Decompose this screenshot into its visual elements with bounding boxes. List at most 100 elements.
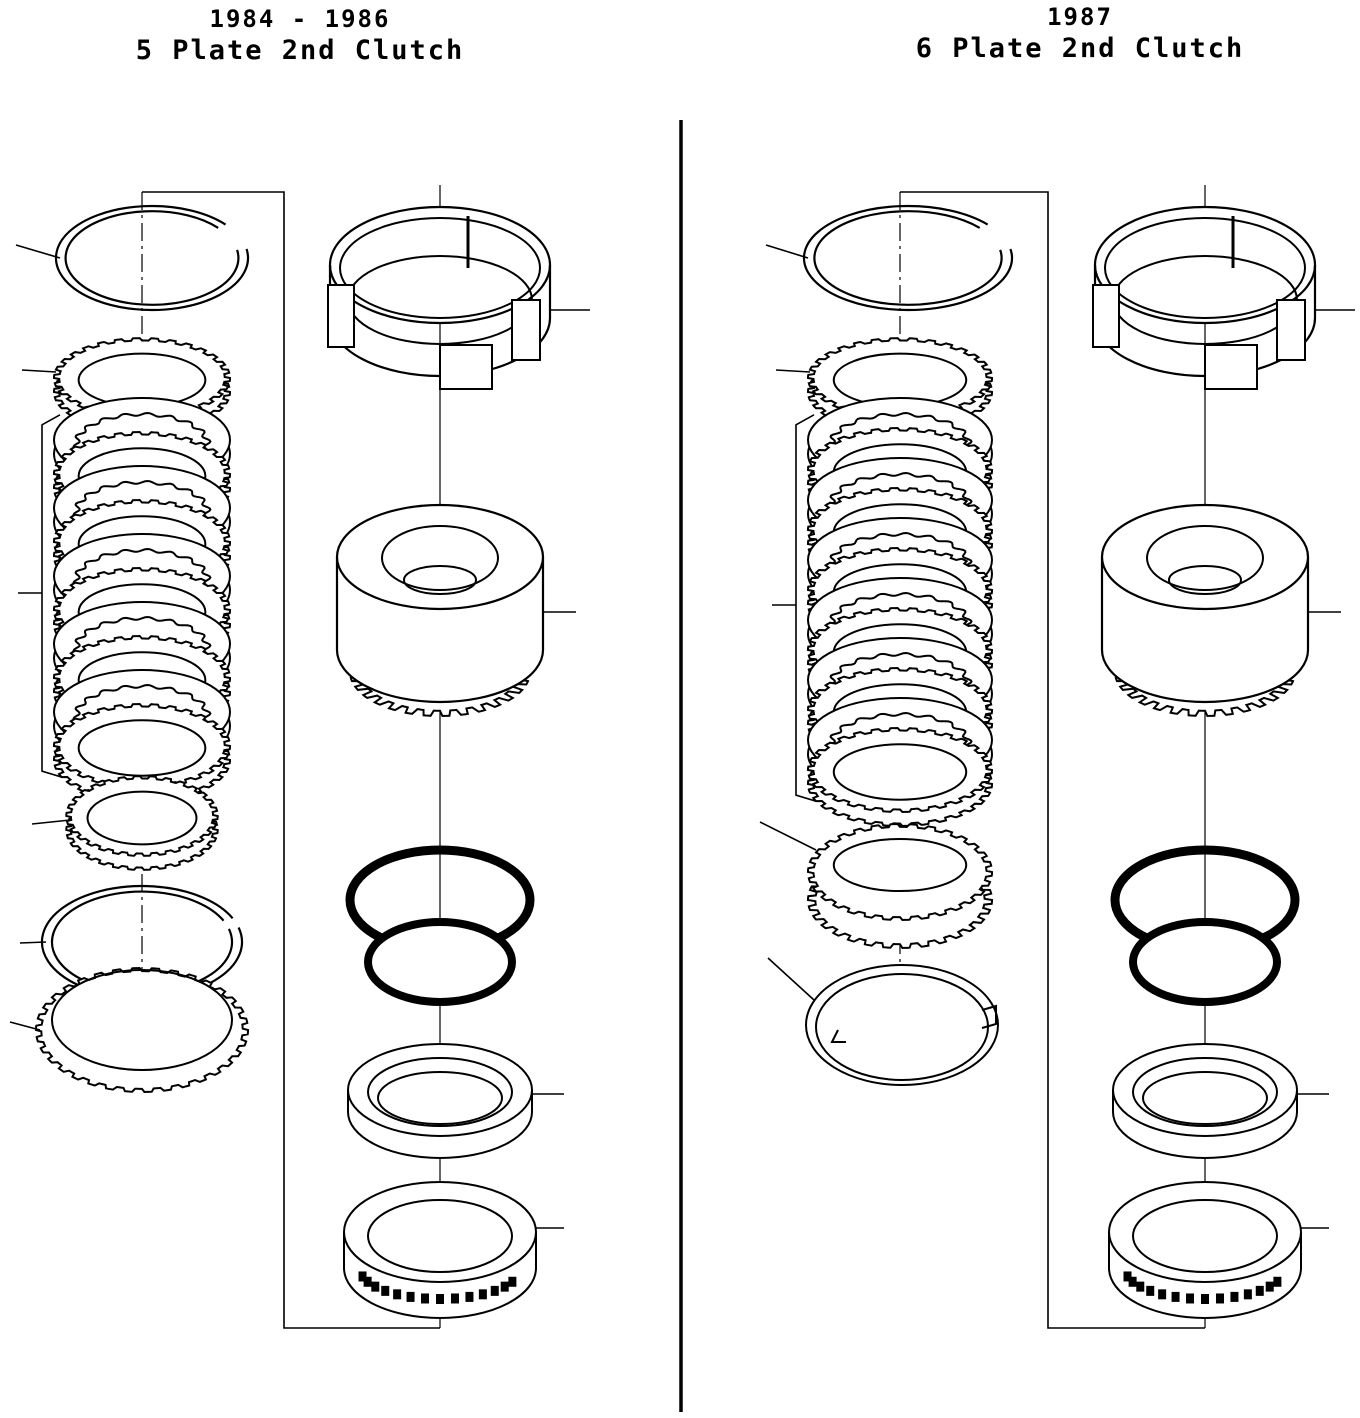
sprag-roller (406, 1291, 415, 1302)
snap-ring-edge (802, 204, 1014, 312)
part-leader-line (759, 821, 817, 851)
part-leader-line (31, 819, 71, 825)
thrust-bearing-race (347, 1043, 533, 1159)
sprag-roller (363, 1276, 372, 1287)
retaining-ring-ear (830, 1029, 846, 1043)
sprag-roller (371, 1281, 380, 1292)
backing-plate-bore (51, 969, 233, 1071)
sprag-roller (465, 1291, 474, 1302)
clutch-pack-stack (53, 397, 231, 804)
part-leader-line (19, 941, 47, 944)
thrust-bearing-race (1112, 1043, 1298, 1159)
snap-ring-edge (50, 890, 234, 994)
snap-ring-edge (64, 210, 240, 306)
part-leader-line (775, 369, 811, 373)
clutch-pack-stack (807, 397, 993, 828)
housing-hub-opening (381, 525, 499, 591)
snap-ring-edge (54, 204, 250, 312)
sprag-roller (421, 1293, 430, 1304)
part-leader-line (765, 244, 809, 259)
sprag-cage-bore (1132, 1199, 1278, 1273)
race-inner-lip (367, 1057, 513, 1127)
drum-lug-left (327, 284, 355, 348)
housing-top-face (335, 503, 545, 611)
part-leader-line (9, 1021, 41, 1031)
left-year-range: 1984 - 1986 (209, 5, 391, 33)
race-top (1112, 1043, 1298, 1137)
sprag-roller (490, 1285, 499, 1296)
sprag-roller (1123, 1271, 1132, 1282)
race-bore (377, 1071, 503, 1125)
part-leader-line (767, 957, 815, 1001)
race-top (347, 1043, 533, 1137)
sprag-roller (436, 1294, 444, 1304)
sprag-roller (1201, 1294, 1209, 1304)
housing-hub-bore (1168, 565, 1242, 595)
clutch-drum (1092, 205, 1317, 390)
friction-plate (53, 702, 231, 804)
sprag-roller (1146, 1285, 1155, 1296)
sprag-roller (1243, 1289, 1252, 1300)
backing-plate-teeth (35, 966, 249, 1094)
left-diagram-heading: 1984 - 1986 5 Plate 2nd Clutch (100, 4, 500, 68)
pressure-plate-upper-teeth (807, 822, 993, 922)
friction-plate (65, 775, 219, 871)
sprag-assembly (343, 1181, 537, 1319)
sprag-roller (508, 1276, 517, 1287)
inner-piston-seal (364, 918, 516, 1006)
assembly-bracket (900, 191, 1205, 1329)
snap-ring (802, 204, 1014, 312)
right-diagram-title: 6 Plate 2nd Clutch (915, 33, 1245, 64)
right-exploded-view (759, 185, 1355, 1329)
sprag-cage-top (343, 1181, 537, 1283)
race-bore (1142, 1071, 1268, 1125)
sprag-roller (1136, 1281, 1145, 1292)
clutch-pack-bracket (795, 414, 817, 802)
sprag-roller (358, 1271, 367, 1282)
pressure-plate (807, 822, 993, 950)
drum-center-lug (1204, 344, 1258, 390)
snap-ring-edge (40, 884, 244, 1000)
sprag-roller (1128, 1276, 1137, 1287)
part-leader-line (21, 369, 57, 373)
clutch-drum (327, 205, 552, 390)
sprag-roller (381, 1285, 390, 1296)
drum-center-lug (439, 344, 493, 390)
inner-piston-seal (1129, 918, 1281, 1006)
sprag-roller (478, 1289, 487, 1300)
clutch-piston-housing (335, 503, 545, 718)
sprag-roller (393, 1289, 402, 1300)
drum-lug-right (1276, 299, 1306, 361)
friction-plate-bore (86, 790, 198, 846)
housing-hub-opening (1146, 525, 1264, 591)
retaining-ring-tab (981, 1004, 997, 1029)
friction-plate-bore (832, 743, 968, 801)
piston-seals (1110, 845, 1300, 1006)
sprag-cage-top (1108, 1181, 1302, 1283)
left-exploded-view (9, 185, 590, 1329)
snap-ring (40, 884, 244, 1000)
assembly-bracket-line (900, 191, 1205, 1329)
snap-ring (54, 204, 250, 312)
snap-ring-edge (813, 210, 1003, 306)
assembly-bracket (142, 191, 440, 1329)
race-inner-lip (1132, 1057, 1278, 1127)
sprag-roller (1215, 1293, 1224, 1304)
housing-top-face (1100, 503, 1310, 611)
retaining-ring-outer (805, 964, 999, 1086)
housing-hub-bore (403, 565, 477, 595)
right-diagram-heading: 1987 6 Plate 2nd Clutch (880, 2, 1280, 66)
friction-plate-bore (77, 719, 207, 777)
drum-lug-right (511, 299, 541, 361)
sprag-roller (1158, 1289, 1167, 1300)
sprag-assembly (1108, 1181, 1302, 1319)
sprag-roller (1171, 1291, 1180, 1302)
assembly-bracket-line (142, 191, 440, 1329)
pressure-plate-bore (832, 837, 968, 893)
backing-plate (35, 966, 249, 1094)
piston-seals (345, 845, 535, 1006)
sprag-roller (1273, 1276, 1282, 1287)
clutch-piston-housing (1100, 503, 1310, 718)
part-leader-line (15, 244, 61, 259)
